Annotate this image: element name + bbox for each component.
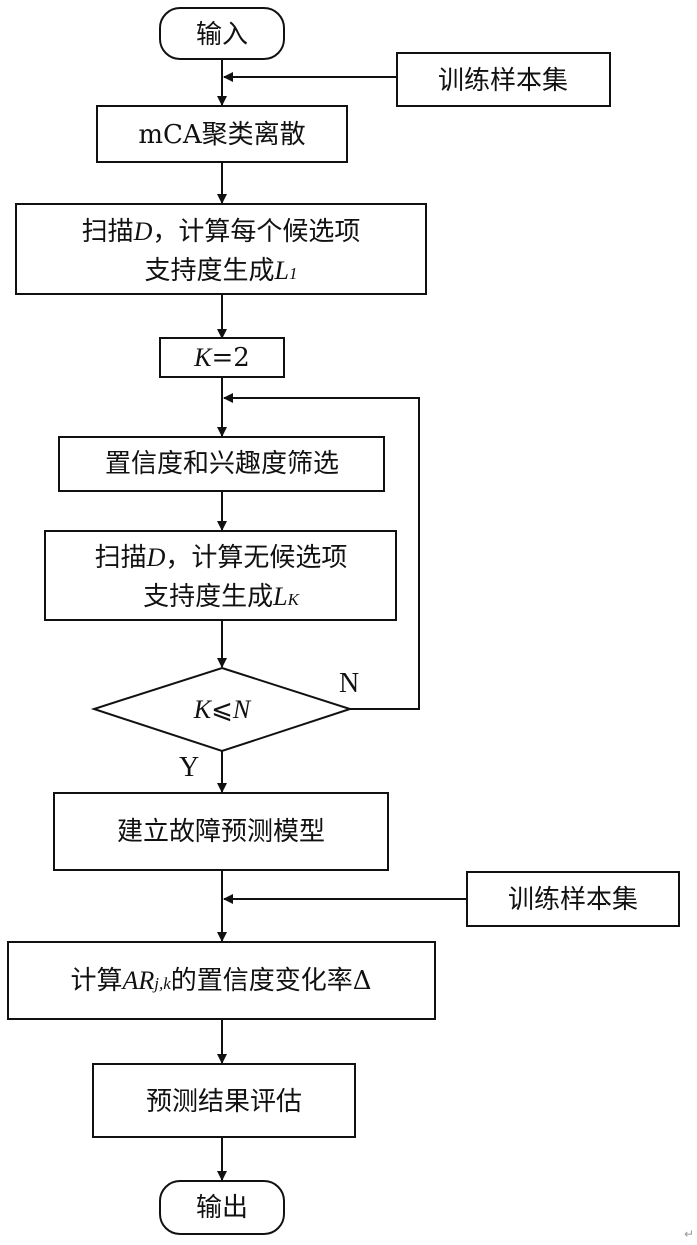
node-scan1-line2: 支持度生成L1 xyxy=(145,256,298,286)
scan1-line2-var: L xyxy=(274,256,289,285)
node-mca-label: mCA聚类离散 xyxy=(138,120,305,150)
node-scan1-line1: 扫描D，计算每个候选项 xyxy=(82,217,361,247)
node-output-label: 输出 xyxy=(196,1193,248,1223)
node-build-label: 建立故障预测模型 xyxy=(117,817,325,847)
node-calc-label: 计算ARj,k的置信度变化率Δ xyxy=(70,966,371,996)
decision-op: ⩽ xyxy=(211,695,233,725)
scan1-line1-post: ，计算每个候选项 xyxy=(152,217,360,247)
scan2-line1-pre: 扫描 xyxy=(95,543,147,573)
node-evaluate-label: 预测结果评估 xyxy=(146,1087,302,1117)
calc-sub: j,k xyxy=(152,974,171,993)
node-decision-label: K⩽N xyxy=(193,695,252,725)
scan1-line2-pre: 支持度生成 xyxy=(145,256,275,286)
scan1-line2-sub: 1 xyxy=(289,264,298,283)
node-scan2-line2: 支持度生成LK xyxy=(143,582,300,612)
calc-var: AR xyxy=(120,966,154,995)
edge-label-no: N xyxy=(339,668,359,699)
k2-var: K xyxy=(193,343,213,372)
calc-post: 的置信度变化率Δ xyxy=(171,966,372,996)
scan1-line1-var: D xyxy=(133,217,153,246)
node-scan2-line1: 扫描D，计算无候选项 xyxy=(95,543,348,573)
node-input-label: 输入 xyxy=(196,20,248,50)
scan2-line1-post: ，计算无候选项 xyxy=(165,543,347,573)
scan2-line1-var: D xyxy=(146,543,166,572)
paragraph-mark: ↵ xyxy=(684,1227,694,1241)
node-train-set-bottom-label: 训练样本集 xyxy=(508,885,638,915)
edge-label-yes: Y xyxy=(179,752,199,783)
k2-rest: =2 xyxy=(212,343,250,373)
scan2-line2-var: L xyxy=(272,582,287,611)
scan2-line2-pre: 支持度生成 xyxy=(143,582,273,612)
node-k2-label: K=2 xyxy=(193,343,250,373)
scan2-line2-sub: K xyxy=(287,590,301,609)
node-filter-label: 置信度和兴趣度筛选 xyxy=(105,449,339,479)
scan1-line1-pre: 扫描 xyxy=(82,217,134,247)
calc-pre: 计算 xyxy=(70,966,122,996)
decision-var2: N xyxy=(232,695,252,724)
decision-var1: K xyxy=(193,695,213,724)
node-train-set-top-label: 训练样本集 xyxy=(438,66,568,96)
